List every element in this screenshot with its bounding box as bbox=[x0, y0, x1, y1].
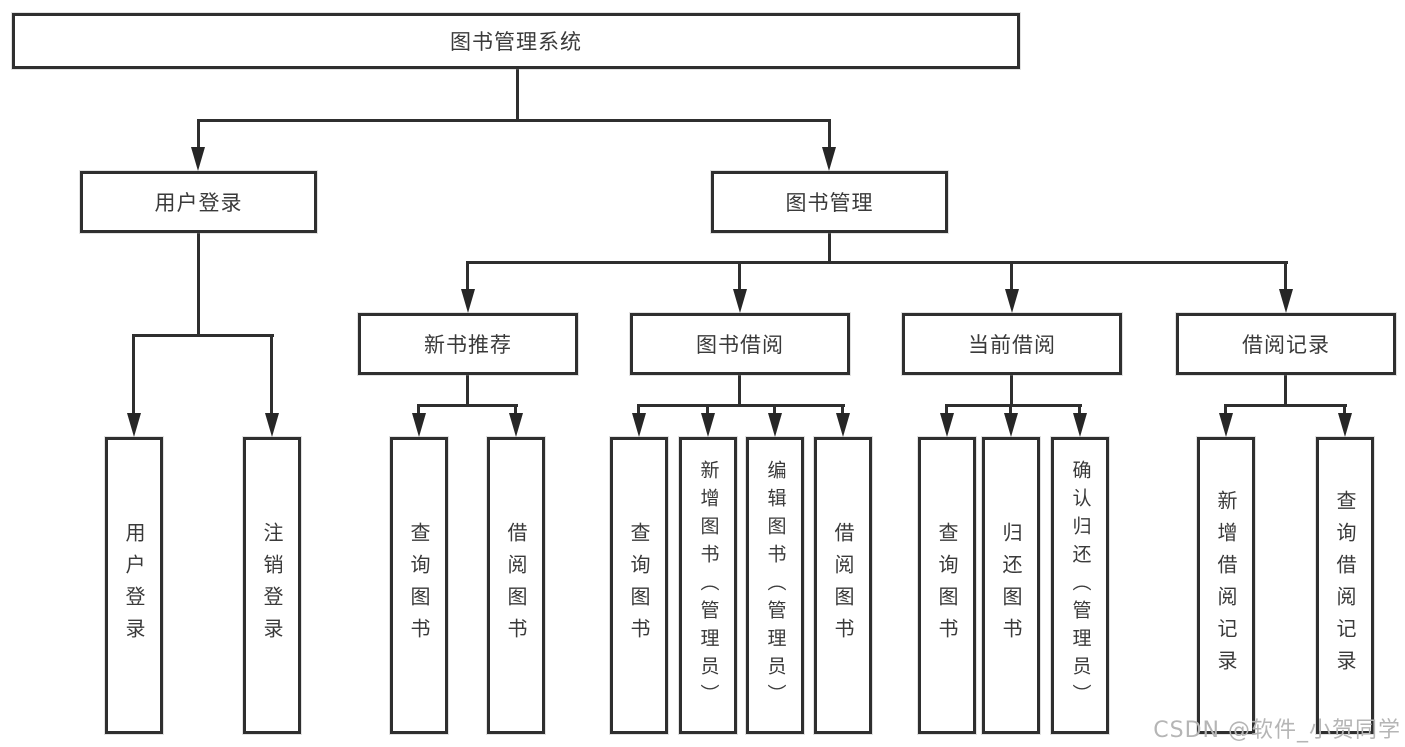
leaf-cb-confirm-return-admin: 确认归还（管理员） bbox=[1051, 437, 1109, 734]
leaf-bb-add-books-admin: 新增图书（管理员） bbox=[679, 437, 737, 734]
connector-line bbox=[1078, 404, 1081, 418]
node-new-book-recommend: 新书推荐 bbox=[358, 313, 578, 375]
leaf-user-login: 用户登录 bbox=[105, 437, 163, 734]
arrowhead-down-icon bbox=[940, 413, 954, 437]
leaf-logout-label: 注销登录 bbox=[260, 521, 284, 650]
connector-line bbox=[466, 375, 469, 407]
leaf-bb-edit-books-admin-label: 编辑图书（管理员） bbox=[764, 459, 787, 712]
connector-line bbox=[1224, 404, 1227, 418]
connector-line bbox=[1010, 261, 1013, 292]
arrowhead-down-icon bbox=[1073, 413, 1087, 437]
connector-line bbox=[841, 404, 844, 418]
node-current-borrow: 当前借阅 bbox=[902, 313, 1122, 375]
node-user-login-label: 用户登录 bbox=[154, 191, 243, 215]
arrowhead-down-icon bbox=[701, 413, 715, 437]
leaf-bb-borrow-books: 借阅图书 bbox=[814, 437, 872, 734]
leaf-cb-return-books: 归还图书 bbox=[982, 437, 1040, 734]
connector-line bbox=[132, 334, 135, 416]
connector-line bbox=[466, 261, 469, 292]
connector-line bbox=[1010, 375, 1013, 407]
arrowhead-down-icon bbox=[733, 289, 747, 313]
connector-line bbox=[417, 404, 420, 418]
node-book-mgmt-label: 图书管理 bbox=[785, 191, 874, 215]
leaf-cb-query-books-label: 查询图书 bbox=[935, 521, 959, 650]
leaf-br-query-record-label: 查询借阅记录 bbox=[1333, 489, 1357, 682]
leaf-user-login-label: 用户登录 bbox=[122, 521, 146, 650]
arrowhead-down-icon bbox=[509, 413, 523, 437]
connector-line bbox=[1009, 404, 1012, 418]
arrowhead-down-icon bbox=[1004, 413, 1018, 437]
connector-line bbox=[637, 404, 640, 418]
connector-line bbox=[270, 334, 273, 416]
connector-line bbox=[466, 261, 1288, 264]
arrowhead-down-icon bbox=[768, 413, 782, 437]
leaf-bb-query-books-label: 查询图书 bbox=[627, 521, 651, 650]
leaf-bb-borrow-books-label: 借阅图书 bbox=[831, 521, 855, 650]
arrowhead-down-icon bbox=[836, 413, 850, 437]
connector-line bbox=[828, 119, 831, 150]
arrowhead-down-icon bbox=[412, 413, 426, 437]
connector-line bbox=[197, 119, 200, 150]
node-borrow-records: 借阅记录 bbox=[1176, 313, 1396, 375]
node-book-borrow-label: 图书借阅 bbox=[696, 333, 784, 357]
node-current-borrow-label: 当前借阅 bbox=[968, 333, 1056, 357]
arrowhead-down-icon bbox=[127, 413, 141, 437]
leaf-cb-confirm-return-admin-label: 确认归还（管理员） bbox=[1069, 459, 1092, 712]
watermark: CSDN @软件_小贺同学 bbox=[1153, 718, 1401, 743]
connector-line bbox=[945, 404, 1082, 407]
connector-line bbox=[637, 404, 845, 407]
leaf-bb-edit-books-admin: 编辑图书（管理员） bbox=[746, 437, 804, 734]
connector-line bbox=[417, 404, 518, 407]
connector-line bbox=[1343, 404, 1346, 418]
leaf-rec-borrow-books-label: 借阅图书 bbox=[504, 521, 528, 650]
arrowhead-down-icon bbox=[1338, 413, 1352, 437]
node-borrow-records-label: 借阅记录 bbox=[1242, 333, 1330, 357]
connector-line bbox=[773, 404, 776, 418]
arrowhead-down-icon bbox=[1005, 289, 1019, 313]
leaf-br-add-record: 新增借阅记录 bbox=[1197, 437, 1255, 734]
arrowhead-down-icon bbox=[1279, 289, 1293, 313]
leaf-cb-return-books-label: 归还图书 bbox=[999, 521, 1023, 650]
connector-line bbox=[945, 404, 948, 418]
connector-line bbox=[738, 261, 741, 292]
connector-line bbox=[132, 334, 274, 337]
leaf-br-query-record: 查询借阅记录 bbox=[1316, 437, 1374, 734]
leaf-bb-query-books: 查询图书 bbox=[610, 437, 668, 734]
node-root: 图书管理系统 bbox=[12, 13, 1020, 69]
connector-line bbox=[516, 69, 519, 121]
connector-line bbox=[1284, 261, 1287, 292]
leaf-logout: 注销登录 bbox=[243, 437, 301, 734]
arrowhead-down-icon bbox=[822, 147, 836, 171]
leaf-rec-borrow-books: 借阅图书 bbox=[487, 437, 545, 734]
connector-line bbox=[197, 119, 831, 122]
connector-line bbox=[828, 233, 831, 264]
node-user-login: 用户登录 bbox=[80, 171, 317, 233]
arrowhead-down-icon bbox=[1219, 413, 1233, 437]
leaf-rec-query-books: 查询图书 bbox=[390, 437, 448, 734]
node-book-borrow: 图书借阅 bbox=[630, 313, 850, 375]
node-new-book-recommend-label: 新书推荐 bbox=[424, 333, 512, 357]
node-book-mgmt: 图书管理 bbox=[711, 171, 948, 233]
leaf-cb-query-books: 查询图书 bbox=[918, 437, 976, 734]
arrowhead-down-icon bbox=[191, 147, 205, 171]
leaf-br-add-record-label: 新增借阅记录 bbox=[1214, 489, 1238, 682]
connector-line bbox=[706, 404, 709, 418]
arrowhead-down-icon bbox=[632, 413, 646, 437]
connector-line bbox=[514, 404, 517, 418]
leaf-bb-add-books-admin-label: 新增图书（管理员） bbox=[697, 459, 720, 712]
node-root-label: 图书管理系统 bbox=[450, 30, 582, 54]
connector-line bbox=[1284, 375, 1287, 407]
connector-line bbox=[738, 375, 741, 407]
leaf-rec-query-books-label: 查询图书 bbox=[407, 521, 431, 650]
connector-line bbox=[197, 233, 200, 336]
arrowhead-down-icon bbox=[461, 289, 475, 313]
connector-line bbox=[1224, 404, 1347, 407]
arrowhead-down-icon bbox=[265, 413, 279, 437]
